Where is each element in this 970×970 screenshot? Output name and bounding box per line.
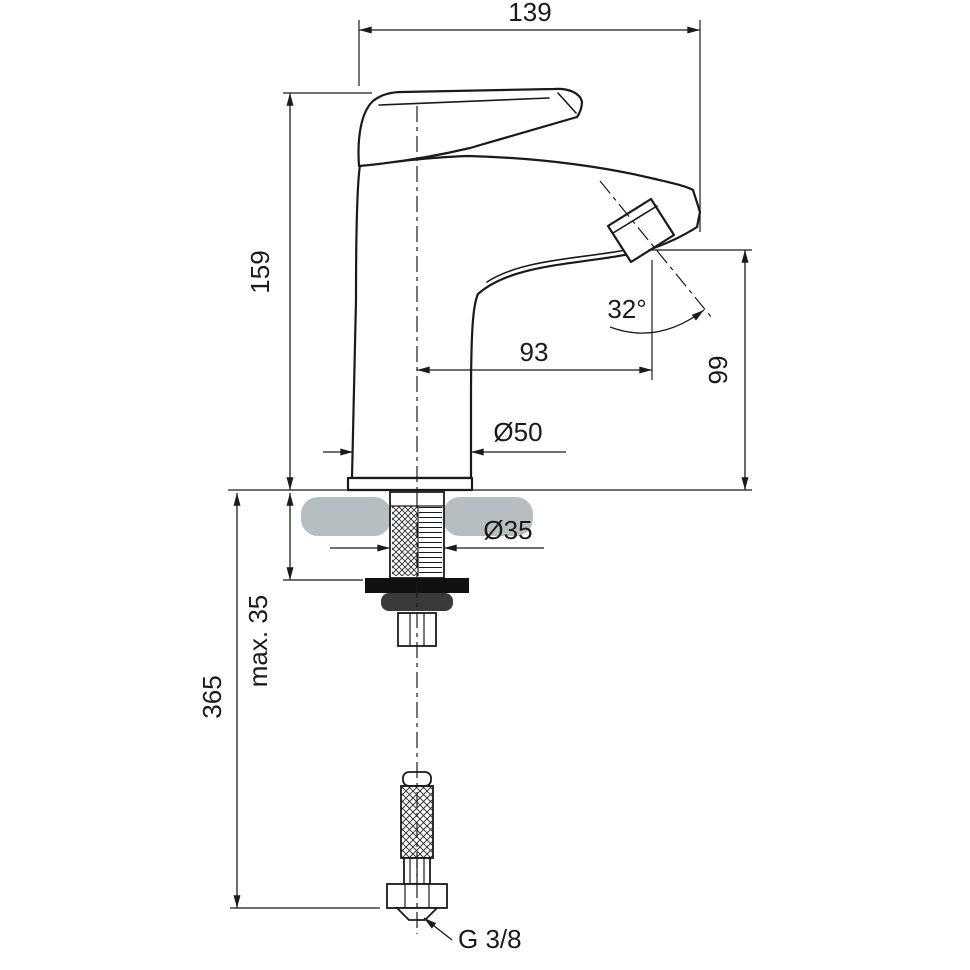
dimension-spout-reach: 93: [416, 260, 653, 380]
dimension-spout-height: 99: [648, 249, 752, 491]
dim-base-diameter-label: Ø50: [493, 417, 542, 447]
dim-overall-width-label: 139: [508, 0, 551, 27]
handle-top-line: [378, 97, 550, 106]
dimension-hose-length: 365: [197, 492, 380, 909]
handle-tip-line: [557, 92, 577, 114]
dimension-spout-angle: 32°: [607, 294, 705, 334]
thread-size-leader: [423, 917, 453, 941]
faucet-handle: [357, 87, 584, 168]
base-plate: [346, 476, 474, 492]
dim-overall-height-label: 159: [245, 250, 275, 293]
dimension-base-diameter: Ø50: [323, 417, 566, 456]
dim-spout-angle-label: 32°: [607, 294, 646, 324]
thread-size-label: G 3/8: [458, 924, 522, 954]
faucet: [346, 87, 702, 492]
aerator-face-line: [612, 205, 658, 234]
dim-spout-height-label: 99: [703, 356, 733, 385]
dim-hose-length-label: 365: [197, 675, 227, 718]
mounting-washer: [381, 593, 453, 611]
dim-spout-angle-arc: [609, 309, 705, 334]
center-lines: [416, 106, 713, 934]
shank: [389, 491, 445, 579]
dim-spout-reach-label: 93: [520, 337, 549, 367]
deck-material: [301, 497, 533, 536]
callout-thread-size: G 3/8: [423, 917, 522, 954]
dim-shank-diameter-label: Ø35: [483, 515, 532, 545]
deck-material-right: [443, 497, 533, 536]
dimension-shank-diameter: Ø35: [330, 515, 544, 552]
dimension-overall-width: 139: [358, 0, 701, 232]
shank-hatch: [392, 506, 417, 576]
dimension-max-thickness: max. 35: [243, 492, 363, 688]
dimension-overall-height: 159: [245, 92, 372, 491]
dim-max-thickness-label: max. 35: [243, 595, 273, 688]
shank-threads: [419, 506, 442, 576]
deck-material-left: [301, 497, 391, 536]
